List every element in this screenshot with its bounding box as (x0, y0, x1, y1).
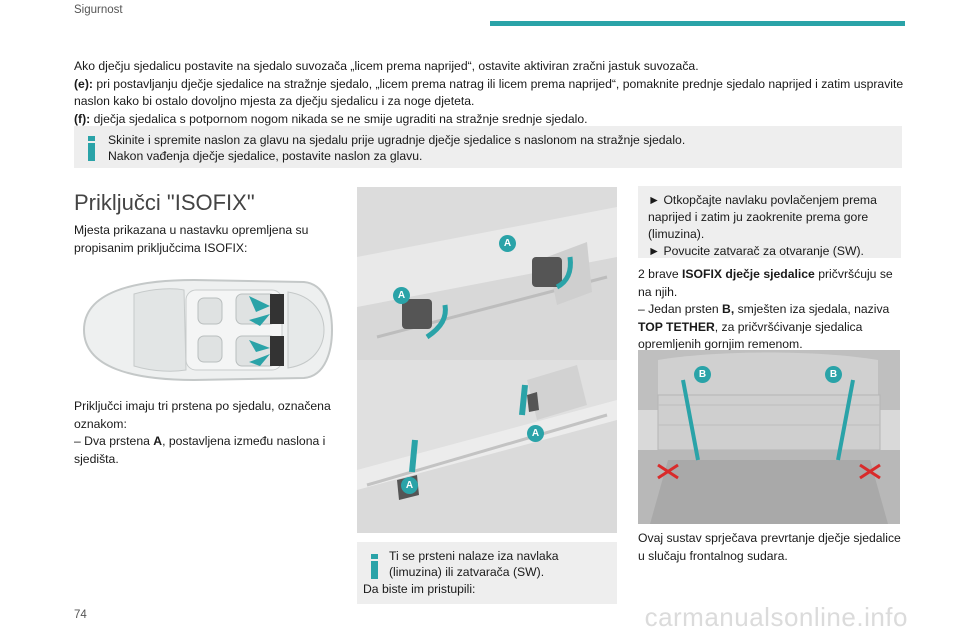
info-line: Da biste im pristupili: (363, 582, 476, 596)
note-e-label: (e): (74, 76, 93, 91)
ring-label-b: B, (722, 302, 735, 316)
info-icon (88, 136, 96, 161)
text-run: smješten iza sjedala, naziva (734, 302, 890, 316)
info-line: Nakon vađenja dječje sjedalice, postavit… (108, 149, 423, 163)
text-run: , postavljena između naslona i sjedišta. (74, 434, 326, 466)
isofix-anchor-photo-bottom: A A (357, 360, 617, 533)
step-item: ► Povucite zatvarač za otvaranje (SW). (648, 244, 864, 258)
text-run: – Dva prstena (74, 434, 154, 448)
info-box-steps: ► Otkopčajte navlaku povlačenjem prema n… (638, 186, 901, 258)
section-heading: Priključci "ISOFIX" (74, 190, 255, 215)
note-f-text: dječja sjedalica s potpornom nogom nikad… (90, 111, 588, 126)
isofix-intro: Mjesta prikazana u nastavku opremljena s… (74, 222, 329, 257)
top-tether-photo: B B (638, 350, 900, 524)
ring-badge-a: A (401, 477, 418, 494)
paragraph: Mjesta prikazana u nastavku opremljena s… (74, 223, 309, 255)
watermark: carmanualsonline.info (644, 602, 908, 632)
intro-text: Ako dječju sjedalicu postavite na sjedal… (74, 58, 904, 128)
info-line: (limuzina) ili zatvarača (SW). (389, 565, 545, 579)
anti-tip-text: Ovaj sustav sprječava prevrtanje dječje … (638, 530, 901, 565)
step-item: ► Otkopčajte navlaku povlačenjem prema n… (648, 193, 877, 241)
car-top-view-image (74, 270, 336, 390)
ring-badge-a: A (499, 235, 516, 252)
isofix-rings-text: Priključci imaju tri prstena po sjedalu,… (74, 398, 332, 468)
info-line: Ti se prsteni nalaze iza navlaka (389, 549, 559, 563)
info-box-rings: Ti se prsteni nalaze iza navlaka (limuzi… (357, 542, 617, 604)
note-e-text: pri postavljanju dječje sjedalice na str… (74, 76, 904, 109)
intro-line: Ako dječju sjedalicu postavite na sjedal… (74, 59, 699, 73)
ring-badge-a: A (393, 287, 410, 304)
section-label: Sigurnost (74, 4, 123, 16)
ring-badge-b: B (694, 366, 711, 383)
header-accent-bar (490, 21, 905, 26)
note-f-label: (f): (74, 111, 91, 126)
info-icon (371, 554, 379, 579)
info-box-headrest: Skinite i spremite naslon za glavu na sj… (74, 126, 902, 168)
paragraph: – Dva prstena A, postavljena između nasl… (74, 433, 332, 468)
ring-badge-b: B (825, 366, 842, 383)
isofix-locks-text: 2 brave ISOFIX dječje sjedalice pričvršć… (638, 266, 901, 354)
paragraph: – Jedan prsten B, smješten iza sjedala, … (638, 301, 901, 354)
text-run: 2 brave (638, 267, 683, 281)
text-run: – Jedan prsten (638, 302, 723, 316)
text-run: , za pričvršćivanje sjedalica opremljeni… (638, 319, 863, 352)
ring-badge-a: A (527, 425, 544, 442)
paragraph: Priključci imaju tri prstena po sjedalu,… (74, 399, 331, 431)
info-line: Skinite i spremite naslon za glavu na sj… (108, 133, 686, 147)
ring-label-a: A (153, 434, 163, 448)
isofix-anchor-photo-top: A A (357, 187, 617, 360)
page-number: 74 (74, 609, 87, 621)
text-run: pričvršćuju se na njih. (638, 267, 893, 299)
top-tether-label: TOP TETHER (638, 319, 715, 334)
intro-note-e: (e): pri postavljanju dječje sjedalice n… (74, 76, 904, 111)
paragraph: 2 brave ISOFIX dječje sjedalice pričvršć… (638, 266, 901, 301)
paragraph: Ovaj sustav sprječava prevrtanje dječje … (638, 531, 901, 563)
text-run: ISOFIX dječje sjedalice (682, 267, 815, 281)
intro-note-f: (f): dječja sjedalica s potpornom nogom … (74, 111, 904, 129)
